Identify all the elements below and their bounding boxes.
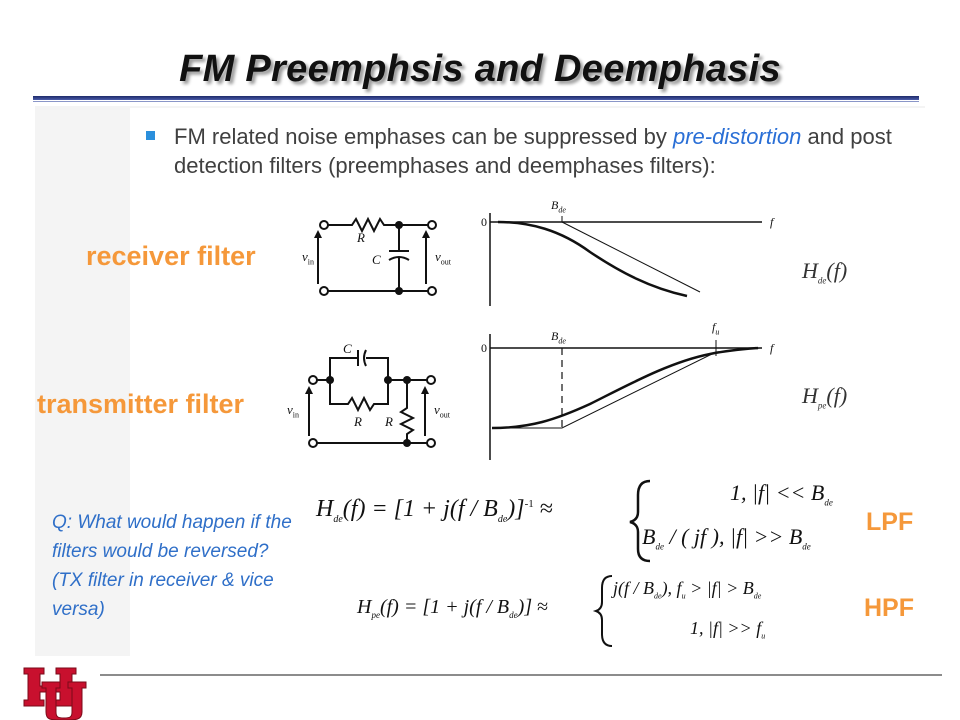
receiver-vout-label: vout: [435, 249, 452, 267]
bullet-text: FM related noise emphases can be suppres…: [174, 122, 919, 180]
transmitter-plot-f-label: f: [770, 341, 775, 355]
content-panel: [130, 108, 925, 656]
transmitter-filter-label: transmitter filter: [37, 389, 245, 419]
hde-case-high: Bde / ( jf ), |f| >> Bde: [642, 524, 811, 552]
transmitter-series-resistor: [329, 380, 389, 413]
lpf-label: LPF: [866, 508, 914, 536]
question-text: Q: What would happen if the filters woul…: [52, 512, 292, 620]
hpe-case-low: 1, |f| >> fu: [690, 618, 766, 641]
bullet-marker: [146, 131, 155, 140]
bullet-text-end: and post detection filters (preemphases …: [174, 124, 892, 178]
transmitter-vout-label: vout: [434, 402, 451, 420]
transmitter-plot-fu-label: fu: [712, 320, 720, 337]
title-underline-accent: [33, 101, 919, 102]
transmitter-capacitor-branch: [329, 357, 389, 380]
receiver-plot-asymptote: [561, 221, 701, 293]
receiver-resistor: [328, 216, 428, 234]
hpf-label: HPF: [864, 594, 914, 622]
hde-equation: Hde(f) = [1 + j(f / Bde)]-1 ≈: [316, 496, 553, 525]
receiver-plot-zero-label: 0: [481, 215, 487, 229]
receiver-plot-curve: [497, 220, 688, 298]
hde-case-low: 1, |f| << Bde: [730, 480, 833, 508]
bullet-text-start: FM related noise emphases can be suppres…: [174, 124, 673, 149]
bullet-highlight: pre-distortion: [672, 124, 802, 149]
receiver-hde-label: Hde(f): [802, 258, 848, 286]
transmitter-hpe-label: Hpe(f): [802, 383, 848, 411]
transmitter-c-label: C: [343, 341, 352, 356]
transmitter-plot-bde-label: Bde: [551, 329, 566, 346]
receiver-filter-label: receiver filter: [86, 241, 256, 271]
transmitter-plot-curve: [491, 346, 759, 430]
footer-rule: [100, 674, 942, 676]
receiver-plot-f-label: f: [770, 215, 775, 229]
receiver-c-label: C: [372, 252, 381, 267]
transmitter-shunt-resistor: [398, 380, 416, 443]
hpe-case-high: j(f / Bde), fu > |f| > Bde: [613, 578, 762, 601]
receiver-r-label: R: [357, 230, 365, 245]
hpe-equation: Hpe(f) = [1 + j(f / Bde)] ≈: [357, 596, 549, 620]
title-underline: [33, 96, 919, 100]
transmitter-vin-label: vin: [287, 402, 300, 420]
transmitter-plot-zero-label: 0: [481, 341, 487, 355]
slide-title: FM Preemphsis and Deemphasis: [179, 48, 781, 90]
receiver-capacitor: [388, 225, 410, 291]
receiver-vin-label: vin: [302, 249, 315, 267]
receiver-plot-bde-label: Bde: [551, 198, 566, 215]
transmitter-r2-label: R: [385, 414, 393, 429]
transmitter-r1-label: R: [354, 414, 362, 429]
